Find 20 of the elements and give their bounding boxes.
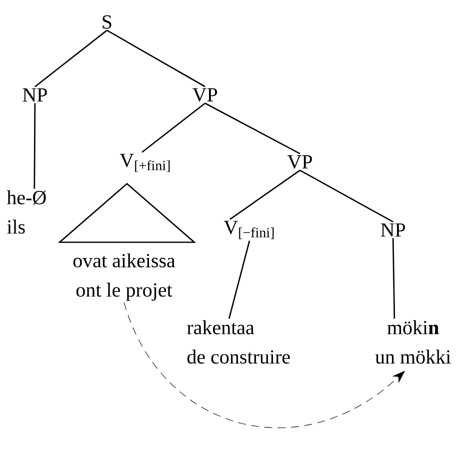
tree-branch [142, 102, 206, 153]
tree-branch [34, 30, 108, 88]
word-gloss: ovat aikeissa ont le projet [73, 253, 176, 301]
tree-branch [228, 240, 250, 319]
tree-branch [230, 170, 300, 220]
word-gloss: he-Ø ils [6, 190, 46, 234]
category-label: V$_{[+fini]}$ [120, 154, 170, 172]
category-label: NP [22, 88, 47, 102]
category-label: NP [380, 223, 406, 237]
category-label: VP [192, 88, 218, 102]
category-label: VP [287, 155, 312, 169]
tree-branch [300, 170, 394, 222]
category-label: V$_{[−fini]}$ [224, 220, 274, 240]
word-gloss: mökin un mökki [375, 320, 451, 364]
tree-branch [204, 102, 300, 154]
tree-branch [106, 30, 206, 88]
category-label: S [102, 15, 112, 29]
tree-branch [34, 103, 36, 189]
word-gloss: rakentaa de construire [187, 320, 290, 364]
tree-branch [392, 238, 396, 319]
